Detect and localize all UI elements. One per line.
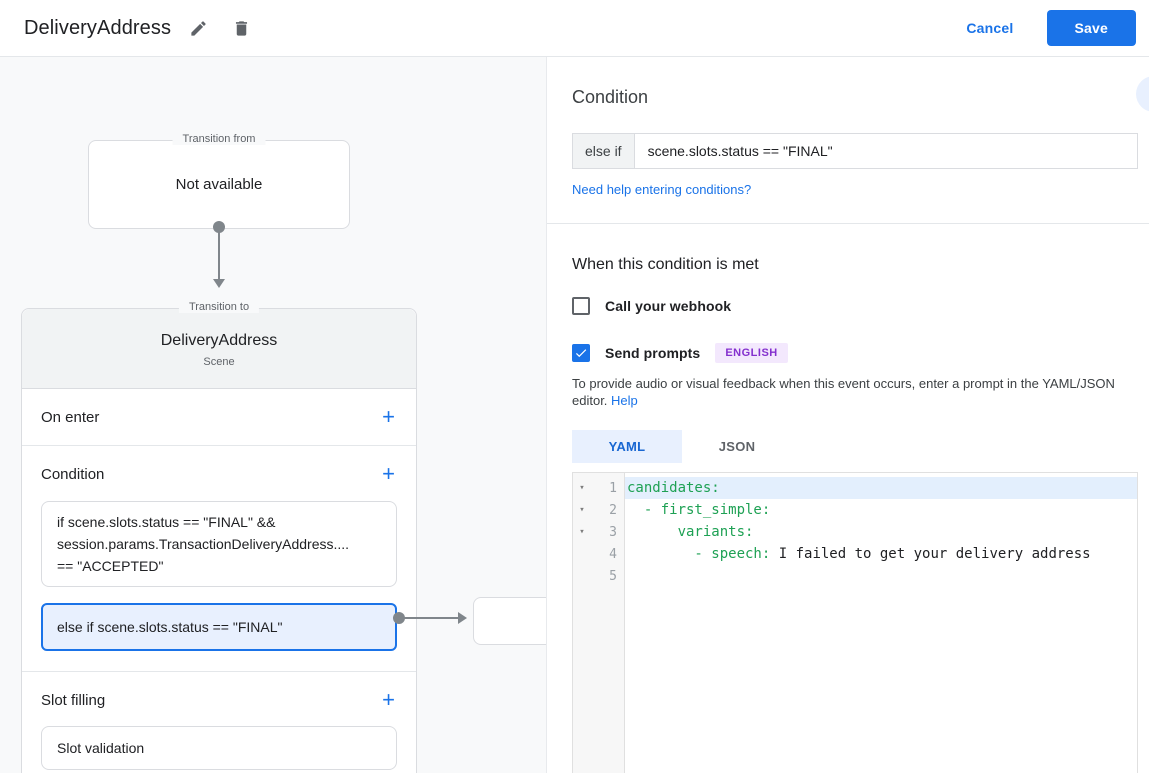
code-line[interactable]: - speech: I failed to get your delivery … <box>627 546 1091 562</box>
yaml-code-editor[interactable]: ▾ 1 ▾ 2 ▾ 3 4 5 candidates: - first_simple: var… <box>572 472 1138 773</box>
language-badge: ENGLISH <box>715 343 788 363</box>
connector-line-down <box>218 231 220 280</box>
editor-format-tabs: YAML JSON <box>572 430 1149 463</box>
pencil-icon <box>189 19 208 38</box>
editor-gutter: ▾ 1 ▾ 2 ▾ 3 4 5 <box>573 473 625 773</box>
code-line[interactable]: variants: <box>627 524 754 540</box>
panel-title: Condition <box>572 87 649 107</box>
fold-arrow-icon[interactable]: ▾ <box>579 483 585 493</box>
line-number: 1 <box>609 480 617 496</box>
connector-dot <box>213 221 225 233</box>
call-webhook-checkbox[interactable] <box>572 297 590 315</box>
transition-from-label: Transition from <box>172 133 266 145</box>
arrow-right-icon <box>458 612 467 624</box>
connector-dot <box>393 612 405 624</box>
trash-icon <box>232 19 251 38</box>
chevron-right-icon <box>1143 83 1149 105</box>
condition-item-selected[interactable]: else if scene.slots.status == "FINAL" <box>41 603 397 651</box>
condition-section-label: Condition <box>41 465 105 483</box>
add-condition-button[interactable]: + <box>382 461 395 486</box>
condition-expression-input[interactable] <box>634 133 1138 169</box>
code-line[interactable]: - first_simple: <box>627 502 771 518</box>
panel-divider <box>547 223 1149 224</box>
fold-arrow-icon[interactable]: ▾ <box>579 527 585 537</box>
line-number: 4 <box>609 546 617 562</box>
edit-title-button[interactable] <box>183 13 214 44</box>
transition-to-label: Transition to <box>178 301 260 313</box>
send-prompts-row: Send prompts ENGLISH <box>572 343 1149 363</box>
webhook-label: Call your webhook <box>605 298 732 314</box>
add-on-enter-button[interactable]: + <box>382 404 395 429</box>
app-header: DeliveryAddress Cancel Save <box>0 0 1149 57</box>
line-number: 3 <box>609 524 617 540</box>
slot-filling-label: Slot filling <box>41 691 106 709</box>
connector-line-right <box>403 617 459 619</box>
condition-section: Condition + if scene.slots.status == "FI… <box>22 446 416 672</box>
delete-scene-button[interactable] <box>226 13 257 44</box>
send-prompts-checkbox[interactable] <box>572 344 590 362</box>
tab-yaml[interactable]: YAML <box>572 430 682 463</box>
collapse-panel-button[interactable] <box>1136 76 1149 112</box>
save-button[interactable]: Save <box>1046 10 1136 46</box>
line-number: 5 <box>609 568 617 584</box>
checkmark-icon <box>574 346 588 360</box>
condition-met-title: When this condition is met <box>572 256 759 273</box>
scene-type-label: Scene <box>203 356 235 368</box>
slot-item[interactable]: Slot validation <box>41 726 397 770</box>
transition-from-box: Transition from Not available <box>88 133 350 229</box>
on-enter-label: On enter <box>41 408 100 426</box>
condition-editor-panel: Condition else if Need help entering con… <box>546 57 1149 773</box>
scene-card-header: DeliveryAddress Scene <box>22 309 416 389</box>
condition-input-row: else if <box>572 133 1138 169</box>
line-number: 2 <box>609 502 617 518</box>
scene-card: Transition to DeliveryAddress Scene On e… <box>21 301 417 773</box>
prompt-description: To provide audio or visual feedback when… <box>572 375 1134 409</box>
arrow-down-icon <box>213 279 225 288</box>
prompt-description-text: To provide audio or visual feedback when… <box>572 376 1115 408</box>
on-enter-section: On enter + <box>22 389 416 446</box>
condition-item[interactable]: if scene.slots.status == "FINAL" && sess… <box>41 501 397 587</box>
cancel-button[interactable]: Cancel <box>950 12 1029 44</box>
condition-help-link[interactable]: Need help entering conditions? <box>572 182 752 197</box>
transition-from-value: Not available <box>175 176 263 193</box>
scene-diagram-canvas: Transition from Not available Transition… <box>0 57 546 773</box>
condition-prefix-label: else if <box>572 133 635 169</box>
transition-target-box <box>473 597 546 645</box>
editor-code[interactable]: candidates: - first_simple: variants: - … <box>625 473 1137 773</box>
code-line[interactable] <box>625 565 1137 587</box>
webhook-row: Call your webhook <box>572 297 1149 315</box>
page-title: DeliveryAddress <box>24 16 172 39</box>
tab-json[interactable]: JSON <box>718 439 756 454</box>
add-slot-button[interactable]: + <box>382 687 395 712</box>
scene-name: DeliveryAddress <box>160 332 278 349</box>
fold-arrow-icon[interactable]: ▾ <box>579 505 585 515</box>
code-line[interactable]: candidates: <box>625 477 1137 499</box>
send-prompts-label: Send prompts <box>605 345 701 361</box>
help-link[interactable]: Help <box>611 393 638 408</box>
slot-filling-section: Slot filling + Slot validation Transacti… <box>22 672 416 773</box>
